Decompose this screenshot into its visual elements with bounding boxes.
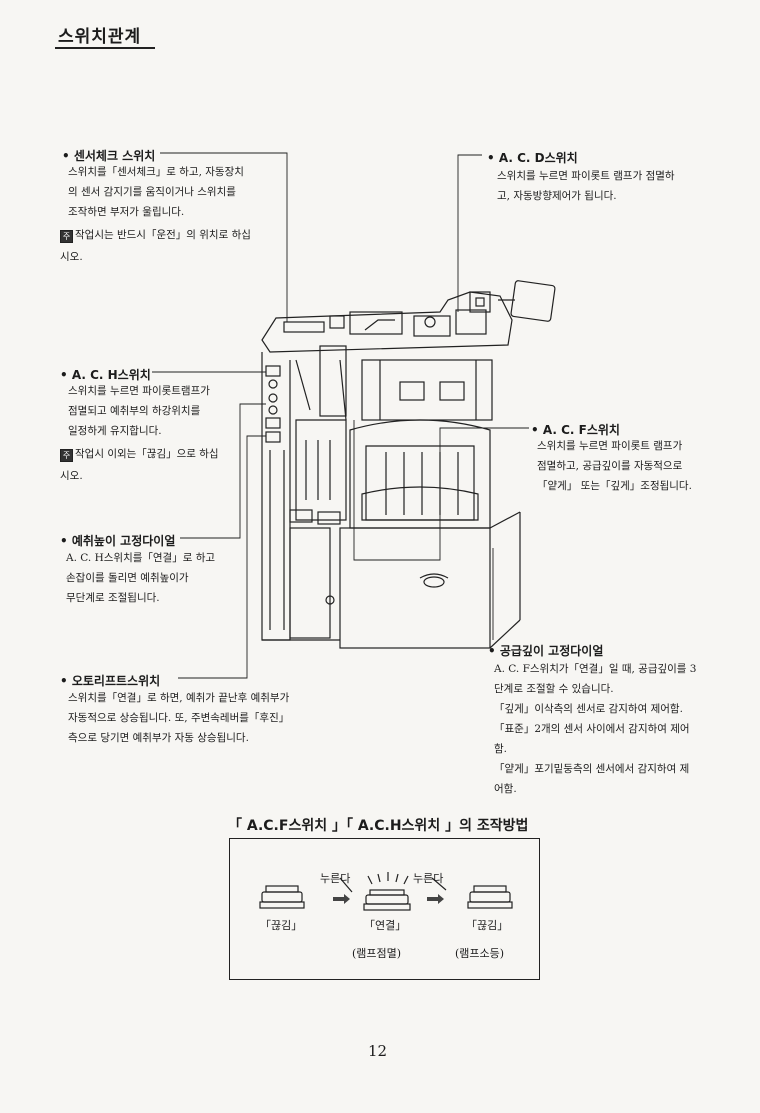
acd-heading: • A. C. D스위치 <box>487 151 578 165</box>
acf-heading: • A. C. F스위치 <box>531 423 620 437</box>
press-label-1: 누른다 <box>320 872 351 885</box>
ach-body: 스위치를 누르면 파이롯트램프가 점멸되고 예취부의 하강위치를 일정하게 유지… <box>68 385 210 437</box>
page-title: 스위치관계 <box>58 27 142 47</box>
switch-off-icon <box>259 885 305 909</box>
operation-diagram-box <box>229 838 540 980</box>
press-label-2: 누른다 <box>413 872 444 885</box>
operation-diagram-title: 「 A.C.F스위치 」「 A.C.H스위치 」의 조작방법 <box>228 818 529 834</box>
switch-off-icon <box>467 885 513 909</box>
title-underline <box>55 47 155 49</box>
sensor-check-heading: • 센서체크 스위치 <box>62 149 156 163</box>
depth-dial-heading: • 공급깊이 고정다이얼 <box>488 644 604 658</box>
height-dial-body: A. C. H스위치를「연결」로 하고 손잡이를 돌리면 예취높이가 무단계로 … <box>66 552 216 604</box>
state-off-label-1: 「끊김」 <box>260 919 303 932</box>
page-number: 12 <box>368 1042 388 1060</box>
switch-on-icon <box>363 872 411 911</box>
lamp-blink-label: (램프점멸) <box>352 947 402 960</box>
depth-dial-body: A. C. F스위치가「연결」일 때, 공급깊이를 3 단계로 조절할 수 있습… <box>494 663 697 795</box>
sensor-check-body: 스위치를「센서체크」로 하고, 자동장치 의 센서 감지기를 움직이거나 스위치… <box>68 166 244 218</box>
sensor-check-note-text: 작업시는 반드시「운전」의 위치로 하십 시오. <box>60 229 251 263</box>
lamp-off-label: (램프소등) <box>455 947 505 960</box>
arrow-right-icon <box>333 894 350 904</box>
state-off-label-2: 「끊김」 <box>466 919 509 932</box>
note-icon: 주 <box>60 449 73 462</box>
height-dial-heading: • 예취높이 고정다이얼 <box>60 534 176 548</box>
arrow-right-icon <box>427 894 444 904</box>
note-icon: 주 <box>60 230 73 243</box>
ach-note-text: 작업시 이외는「끊김」으로 하십 시오. <box>60 448 219 482</box>
auto-lift-heading: • 오토리프트스위치 <box>60 674 161 688</box>
acf-body: 스위치를 누르면 파이롯트 램프가 점멸하고, 공급깊이를 자동적으로 「얕게」… <box>537 440 692 492</box>
acd-body: 스위치를 누르면 파이롯트 램프가 점멸하 고, 자동방향제어가 됩니다. <box>497 170 675 202</box>
ach-heading: • A. C. H스위치 <box>60 368 151 382</box>
auto-lift-body: 스위치를「연결」로 하면, 예취가 끝난후 예취부가 자동적으로 상승됩니다. … <box>68 692 290 744</box>
state-on-label: 「연결」 <box>364 919 407 932</box>
